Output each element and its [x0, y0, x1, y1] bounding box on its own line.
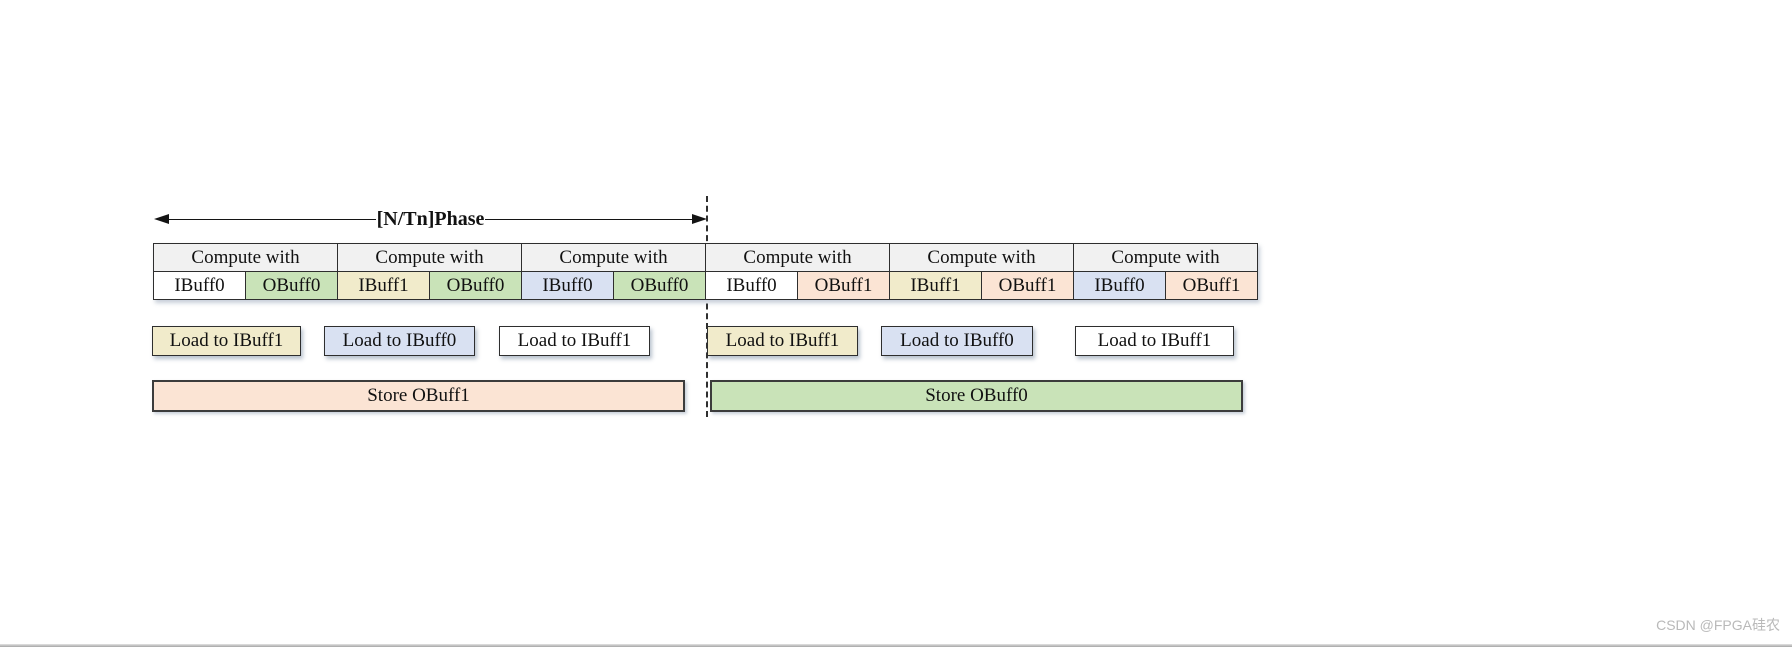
compute-header-cell: Compute with — [153, 243, 338, 272]
store-bar: Store OBuff1 — [152, 380, 685, 412]
arrowhead-left-icon — [154, 214, 169, 224]
buffer-cell: IBuff1 — [337, 271, 430, 300]
compute-header-cell: Compute with — [1073, 243, 1258, 272]
load-box: Load to IBuff0 — [324, 326, 475, 356]
bottom-divider-line — [0, 644, 1792, 647]
compute-header-cell: Compute with — [337, 243, 522, 272]
load-box: Load to IBuff1 — [499, 326, 650, 356]
compute-header-cell: Compute with — [705, 243, 890, 272]
buffer-cell: IBuff0 — [705, 271, 798, 300]
compute-header-cell: Compute with — [521, 243, 706, 272]
arrow-line-left — [169, 218, 376, 220]
phase-label: [N/Tn]Phase — [376, 208, 485, 230]
compute-header-row: Compute with Compute with Compute with C… — [153, 243, 1258, 272]
phase-divider-dashed-line — [706, 196, 708, 417]
load-box: Load to IBuff1 — [707, 326, 858, 356]
load-box: Load to IBuff1 — [152, 326, 301, 356]
buffer-cell: OBuff1 — [797, 271, 890, 300]
arrow-line-right — [485, 218, 693, 220]
buffer-row: IBuff0 OBuff0 IBuff1 OBuff0 IBuff0 OBuff… — [153, 271, 1258, 300]
buffer-cell: OBuff1 — [981, 271, 1074, 300]
store-bar: Store OBuff0 — [710, 380, 1243, 412]
buffer-cell: OBuff0 — [429, 271, 522, 300]
buffer-cell: OBuff0 — [613, 271, 706, 300]
arrowhead-right-icon — [692, 214, 708, 224]
buffer-cell: IBuff0 — [1073, 271, 1166, 300]
load-box: Load to IBuff0 — [881, 326, 1033, 356]
buffer-cell: OBuff1 — [1165, 271, 1258, 300]
csdn-watermark: CSDN @FPGA硅农 — [1656, 617, 1780, 633]
buffer-cell: IBuff1 — [889, 271, 982, 300]
buffer-cell: IBuff0 — [521, 271, 614, 300]
load-box: Load to IBuff1 — [1075, 326, 1234, 356]
compute-header-cell: Compute with — [889, 243, 1074, 272]
compute-schedule-table: Compute with Compute with Compute with C… — [153, 243, 1258, 300]
phase-span-arrow: [N/Tn]Phase — [154, 208, 708, 230]
buffer-cell: IBuff0 — [153, 271, 246, 300]
buffer-cell: OBuff0 — [245, 271, 338, 300]
